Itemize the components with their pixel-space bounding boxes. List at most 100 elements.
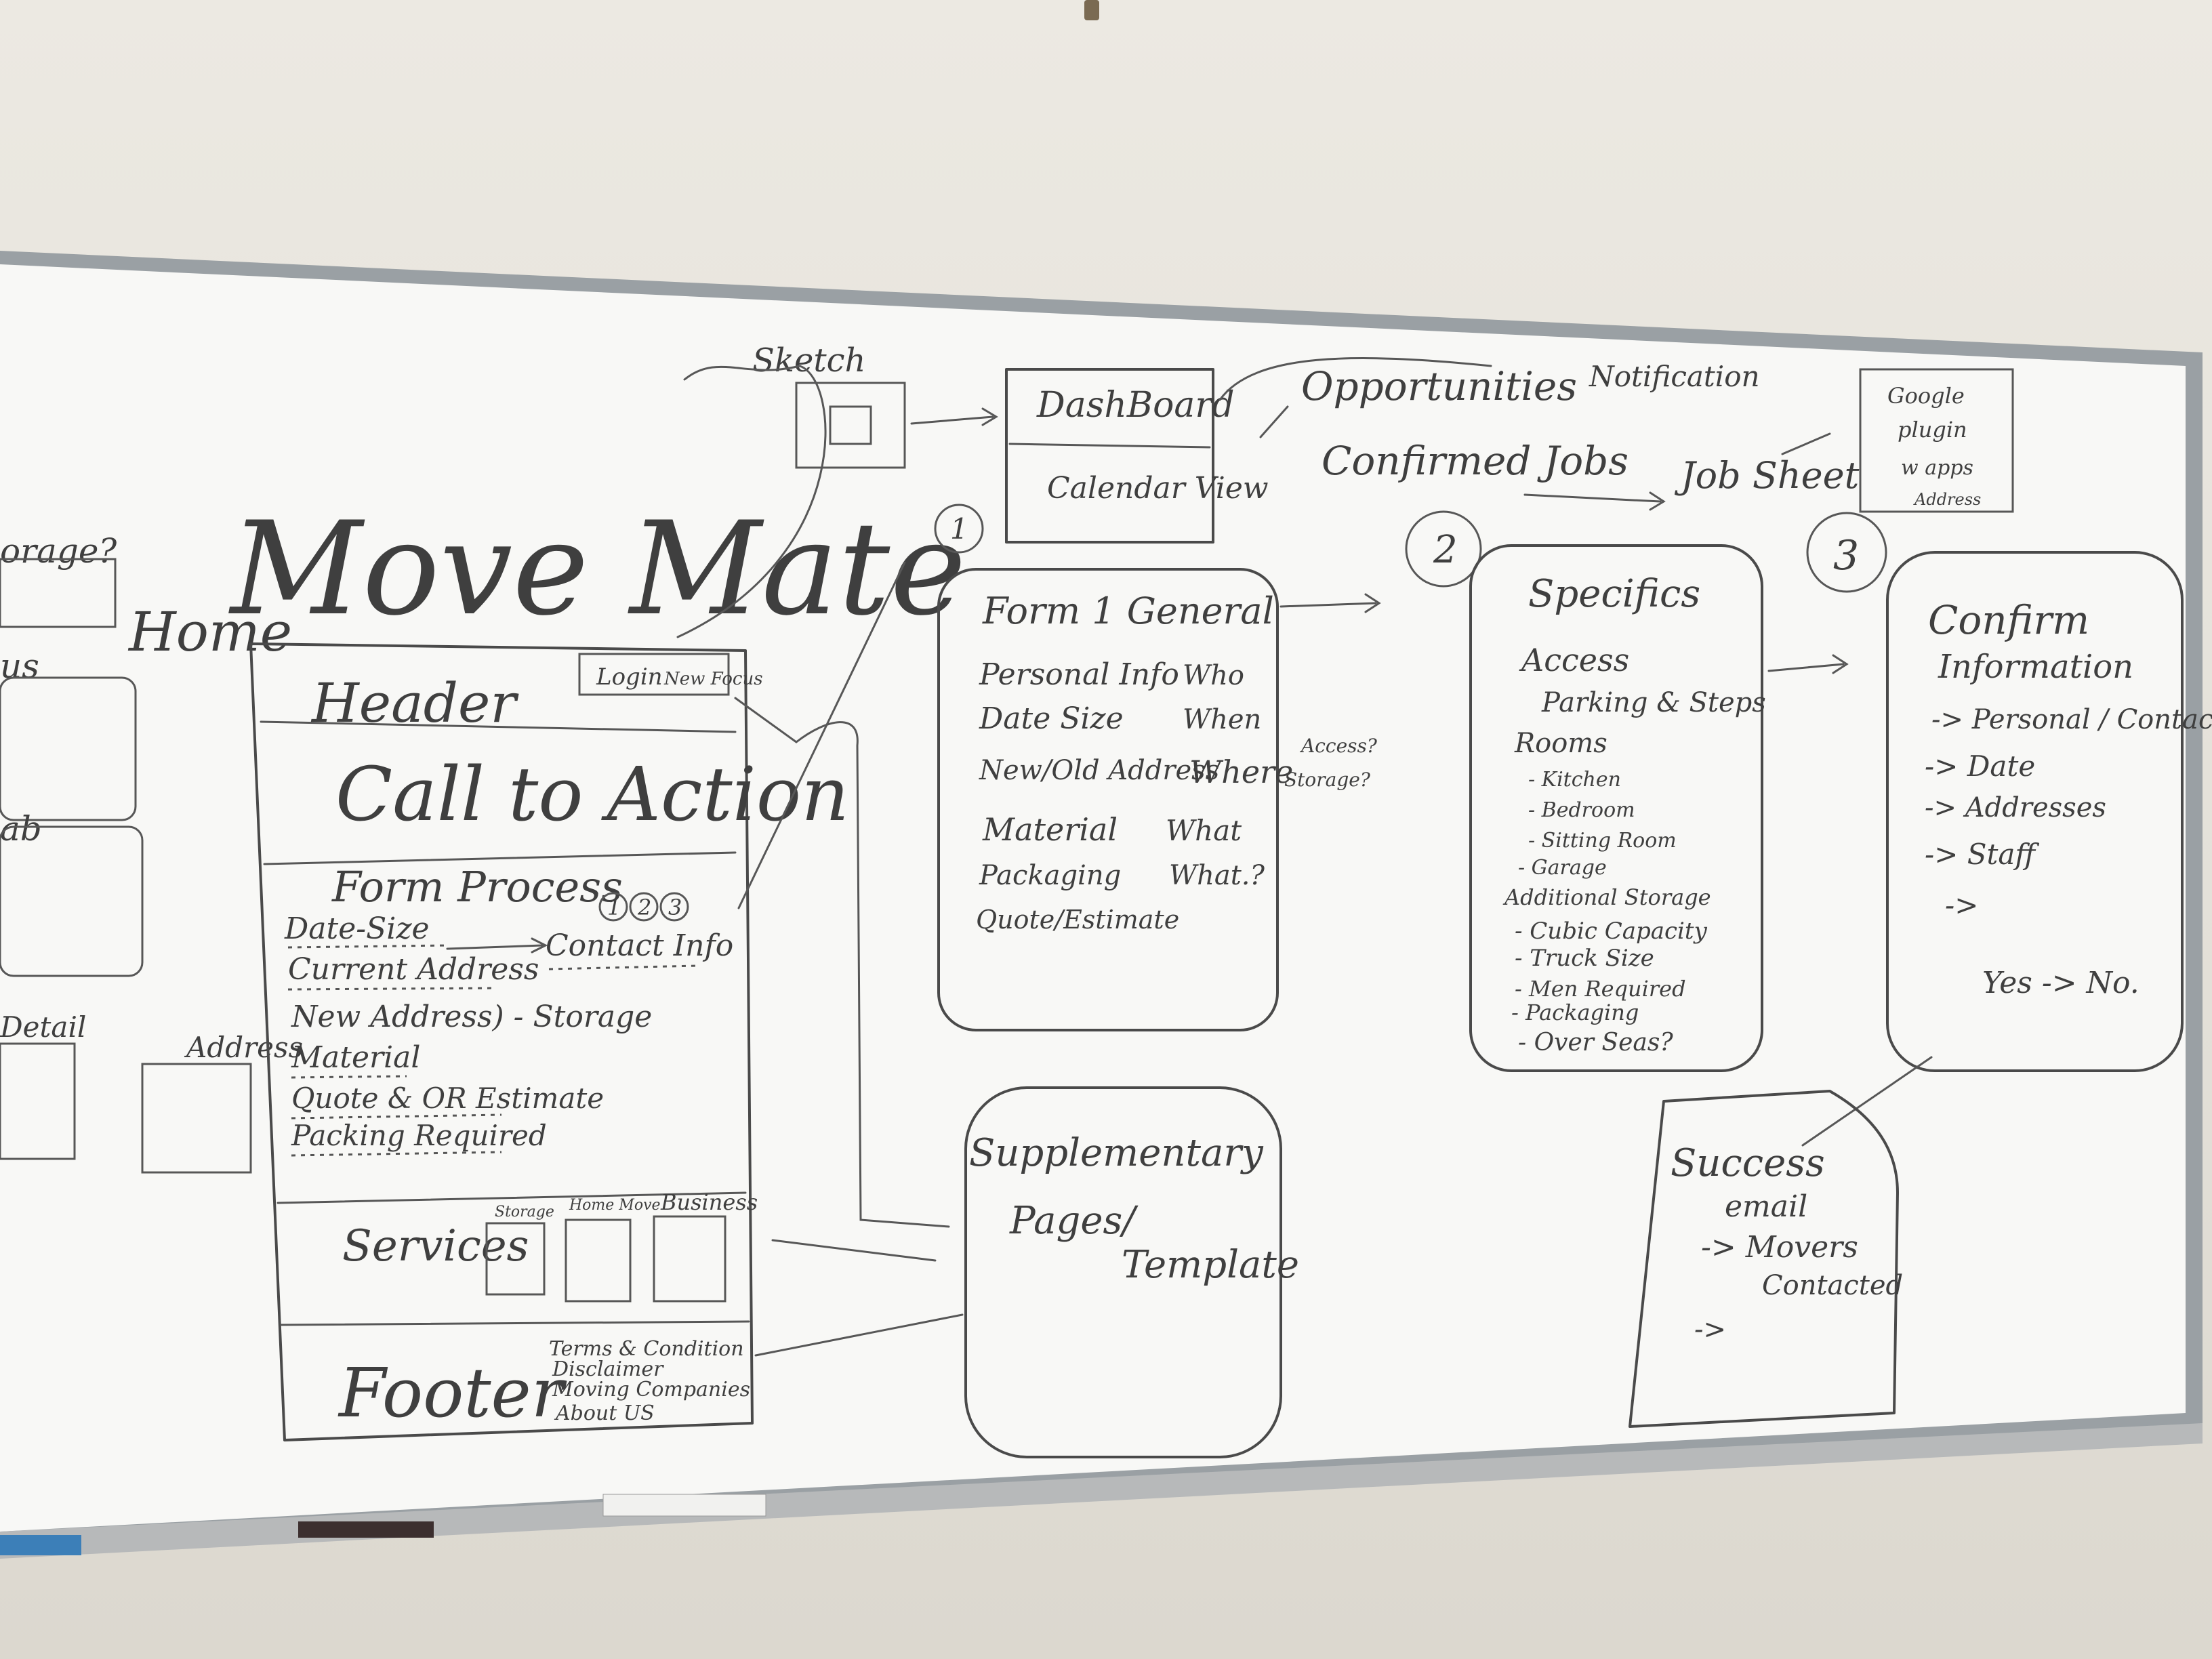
specifics-rooms: Rooms (1514, 728, 1607, 759)
success-line-1: email (1725, 1189, 1807, 1224)
services-label: Services (342, 1221, 529, 1271)
form-row-left-1: Personal Info (979, 657, 1179, 692)
additional-item-3: - Men Required (1515, 976, 1686, 1002)
sketch-box (795, 382, 906, 469)
title-text: Move Mate (228, 494, 966, 644)
left-address-label: Address (184, 1031, 303, 1064)
form-step-1: 1 (607, 895, 621, 920)
left-storage-label: orage? (0, 531, 117, 571)
room-item-1: - Kitchen (1528, 768, 1621, 792)
form-process-label: Form Process (331, 862, 623, 912)
left-detail-label: Detail (0, 1010, 86, 1044)
field-material: Material (291, 1040, 420, 1075)
header-label: Header (310, 672, 519, 735)
confirm-item-4: -> Staff (1925, 838, 2039, 871)
footer-link-about: About US (554, 1401, 655, 1425)
left-box-1 (0, 676, 137, 821)
service-business-label: Business (660, 1189, 758, 1215)
service-box-home (565, 1218, 632, 1303)
room-item-2: - Bedroom (1528, 798, 1635, 822)
form-row-right-4: What (1166, 814, 1242, 847)
additional-item-1: - Cubic Capacity (1515, 918, 1708, 945)
form-step-3: 3 (668, 895, 682, 920)
footer-link-disclaimer: Disclaimer (552, 1357, 664, 1381)
specifics-parking: Parking & Steps (1541, 687, 1766, 718)
left-detail-box (0, 1042, 76, 1160)
service-box-business (653, 1215, 726, 1303)
additional-item-5: - Over Seas? (1518, 1029, 1673, 1057)
left-box-2 (0, 825, 144, 977)
service-box-storage (485, 1222, 546, 1296)
form-step-2: 2 (637, 895, 651, 920)
room-item-4: - Garage (1518, 856, 1607, 880)
access-note-2: Storage? (1284, 769, 1371, 791)
footer-label: Footer (337, 1353, 567, 1433)
field-new-address: New Address) - Storage (291, 1000, 652, 1034)
confirm-item-2: -> Date (1925, 750, 2035, 783)
confirm-item-5: -> (1945, 888, 1978, 922)
specifics-access: Access (1519, 642, 1629, 678)
field-date-size: Date-Size (284, 912, 430, 946)
left-storage-box (0, 558, 117, 628)
confirmed-jobs-label: Confirmed Jobs (1322, 438, 1629, 484)
homepage-wireframe: Header Login New Focus Call to Action Fo… (249, 642, 849, 1441)
login-label: Login (596, 663, 663, 691)
login-box (578, 653, 730, 696)
step-circle-3 (1806, 512, 1887, 593)
form-row-left-5: Packaging (979, 860, 1121, 891)
supplementary-line-2: Pages/ (1009, 1199, 1139, 1243)
wall-hook (1084, 0, 1099, 20)
notification-label: Notification (1589, 360, 1760, 393)
confirm-subtitle: Information (1938, 648, 2133, 686)
success-box (1629, 1090, 1899, 1428)
room-item-3: - Sitting Room (1528, 829, 1677, 853)
form-general-title: Form 1 General (982, 590, 1274, 632)
success-line-3: Contacted (1762, 1270, 1903, 1301)
home-label: Home (127, 600, 292, 663)
dashboard-box (1005, 368, 1214, 544)
footer-link-terms: Terms & Condition (549, 1337, 744, 1361)
step-circle-2 (1405, 510, 1482, 588)
contact-info-label: Contact Info (546, 928, 733, 963)
opportunities-label: Opportunities (1301, 363, 1577, 409)
supplementary-line-3: Template (1122, 1243, 1299, 1287)
field-quote: Quote & OR Estimate (291, 1082, 604, 1115)
supplementary-line-1: Supplementary (969, 1131, 1264, 1175)
form-row-left-4: Material (982, 811, 1118, 848)
confirm-yes-no: Yes -> No. (1982, 966, 2139, 1000)
step-number-1: 1 (950, 512, 968, 546)
form-row-right-3: Where (1189, 754, 1293, 790)
field-packing: Packing Required (291, 1119, 547, 1152)
success-title: Success (1671, 1141, 1825, 1185)
google-line-1: Google (1887, 383, 1965, 409)
supplementary-box (964, 1086, 1282, 1458)
form-row-right-5: What.? (1169, 860, 1265, 891)
form-row-right-2: When (1183, 704, 1261, 735)
google-box (1859, 368, 2014, 513)
service-home-label: Home Move (569, 1197, 661, 1214)
flow-line-home-to-supp (734, 697, 950, 1228)
specifics-title: Specifics (1528, 572, 1700, 616)
success-line-2: -> Movers (1701, 1230, 1858, 1265)
form-row-left-2: Date Size (979, 701, 1124, 736)
form-general-rows: Personal Info Who Date Size When New/Old… (976, 657, 1293, 935)
form-general-box (937, 568, 1279, 1031)
field-current-address: Current Address (288, 952, 539, 987)
whiteboard-surface (0, 264, 2186, 1532)
access-note-1: Access? (1299, 735, 1378, 757)
google-line-3: w apps (1901, 456, 1973, 480)
homepage-outline (249, 642, 754, 1441)
additional-item-4: - Packaging (1511, 1000, 1639, 1025)
google-line-4: Address (1913, 490, 1981, 509)
footer-link-moving: Moving Companies (552, 1378, 750, 1401)
specifics-additional: Additional Storage (1502, 884, 1711, 910)
eraser (602, 1494, 766, 1517)
confirm-item-1: -> Personal / Contact (1931, 704, 2212, 735)
cta-label: Call to Action (335, 751, 849, 838)
success-line-4: -> (1694, 1314, 1726, 1345)
marker-blue (0, 1535, 81, 1555)
marker-tray (0, 1423, 2203, 1559)
form-row-right-1: Who (1183, 660, 1244, 691)
step-number-2: 2 (1433, 528, 1458, 572)
